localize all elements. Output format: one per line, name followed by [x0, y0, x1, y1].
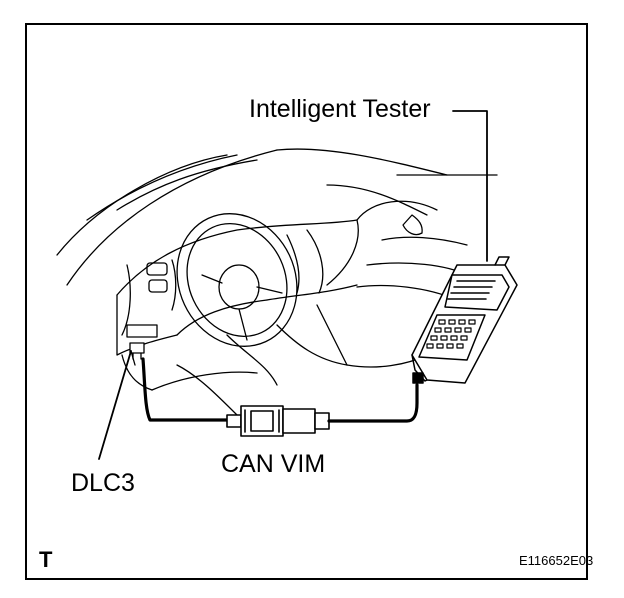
dlc3-cable — [141, 357, 239, 422]
tester-cable — [327, 383, 419, 423]
intelligent-tester-device — [411, 256, 518, 384]
lower-panels — [121, 304, 428, 416]
windshield-lines — [56, 148, 498, 286]
can-vim-box — [226, 405, 330, 437]
dashboard — [116, 200, 468, 356]
figure-frame: Intelligent Tester DLC3 CAN VIM T E11665… — [25, 23, 593, 580]
corner-mark: T — [39, 547, 53, 572]
can-vim-label: CAN VIM — [221, 450, 326, 478]
dlc3-leader-line — [98, 350, 132, 460]
car-interior-illustration — [56, 110, 518, 460]
figure-id: E116652E03 — [519, 553, 594, 568]
steering-wheel — [176, 213, 298, 386]
intelligent-tester-label: Intelligent Tester — [249, 95, 431, 123]
dlc3-label: DLC3 — [71, 469, 135, 497]
tester-leader-line — [452, 110, 488, 262]
